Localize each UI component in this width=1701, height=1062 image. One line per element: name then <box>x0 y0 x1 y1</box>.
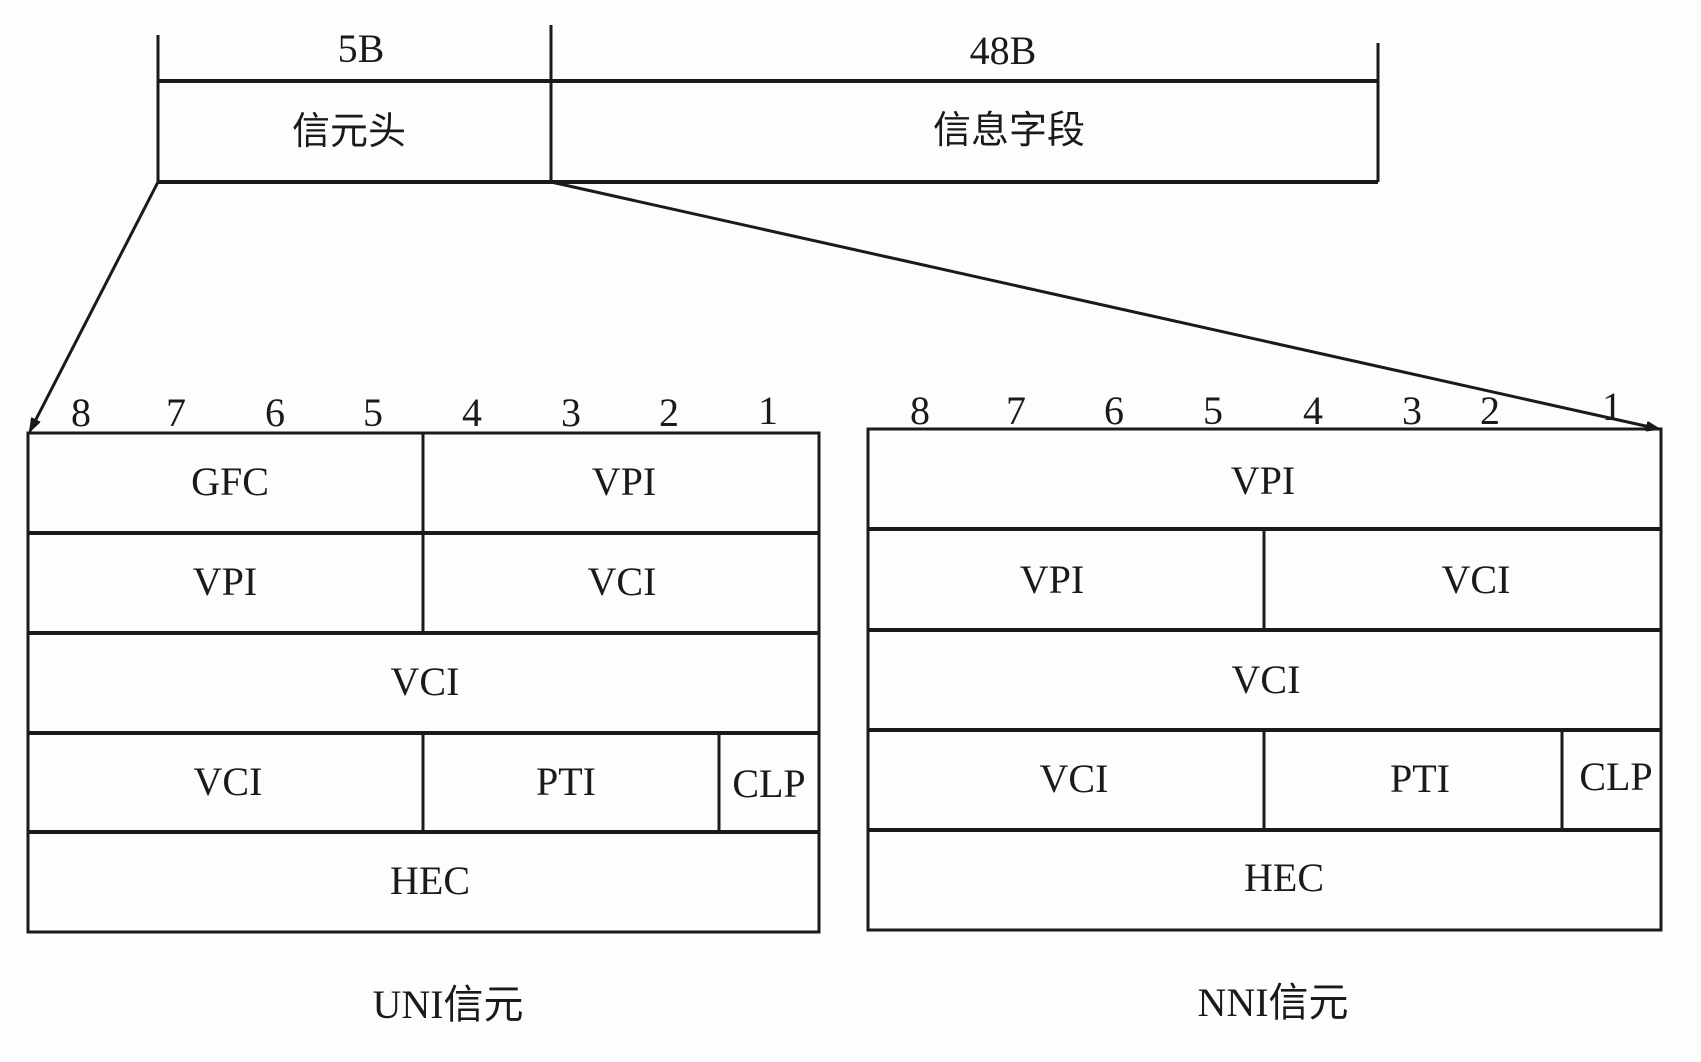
bit-number: 3 <box>561 390 581 435</box>
bit-number: 8 <box>71 390 91 435</box>
header-size-label: 5B <box>338 26 385 71</box>
nni-field-vci: VCI <box>1040 756 1109 801</box>
bit-number: 1 <box>1602 384 1622 429</box>
nni-field-vci: VCI <box>1232 657 1301 702</box>
nni-field-pti: PTI <box>1390 756 1450 801</box>
uni-field-pti: PTI <box>536 759 596 804</box>
bit-number: 7 <box>1006 388 1026 433</box>
uni-field-vpi: VPI <box>193 559 257 604</box>
bit-number: 6 <box>1104 388 1124 433</box>
header-label: 信元头 <box>292 109 406 153</box>
uni-field-vpi: VPI <box>592 459 656 504</box>
uni-field-gfc: GFC <box>191 459 269 504</box>
bit-number: 8 <box>910 388 930 433</box>
nni-field-hec: HEC <box>1244 855 1324 900</box>
uni-field-vci: VCI <box>588 559 657 604</box>
bit-number: 2 <box>1480 388 1500 433</box>
bit-number: 5 <box>1203 388 1223 433</box>
bit-number: 1 <box>758 388 778 433</box>
uni-field-hec: HEC <box>390 858 470 903</box>
bit-number: 4 <box>1303 388 1323 433</box>
nni-field-clp: CLP <box>1579 754 1652 799</box>
arrow-to-uni <box>28 181 160 431</box>
bit-number: 7 <box>166 390 186 435</box>
bit-number: 4 <box>462 390 482 435</box>
uni-field-vci: VCI <box>391 659 460 704</box>
nni-caption: NNI信元 <box>1197 980 1348 1025</box>
uni-bit-numbers: 8 7 6 5 4 3 2 1 <box>71 388 778 435</box>
nni-field-vci: VCI <box>1442 557 1511 602</box>
nni-field-vpi: VPI <box>1020 557 1084 602</box>
nni-frame <box>866 427 1663 932</box>
nni-field-vpi: VPI <box>1231 458 1295 503</box>
bit-number: 5 <box>363 390 383 435</box>
bit-number: 3 <box>1402 388 1422 433</box>
bit-number: 2 <box>659 390 679 435</box>
bit-number: 6 <box>265 390 285 435</box>
arrow-to-nni <box>550 180 1659 429</box>
payload-label: 信息字段 <box>933 108 1085 152</box>
uni-field-vci: VCI <box>194 759 263 804</box>
payload-size-label: 48B <box>970 28 1037 73</box>
nni-bit-numbers: 8 7 6 5 4 3 2 1 <box>910 384 1622 433</box>
uni-field-clp: CLP <box>732 761 805 806</box>
uni-caption: UNI信元 <box>372 982 523 1027</box>
nni-cell: 8 7 6 5 4 3 2 1 VPI VPI VCI VCI VCI PTI … <box>866 384 1663 1025</box>
uni-cell: 8 7 6 5 4 3 2 1 GFC VPI VPI VCI VCI VCI … <box>26 388 821 1027</box>
cell-overview: 5B 48B 信元头 信息字段 <box>156 25 1380 184</box>
